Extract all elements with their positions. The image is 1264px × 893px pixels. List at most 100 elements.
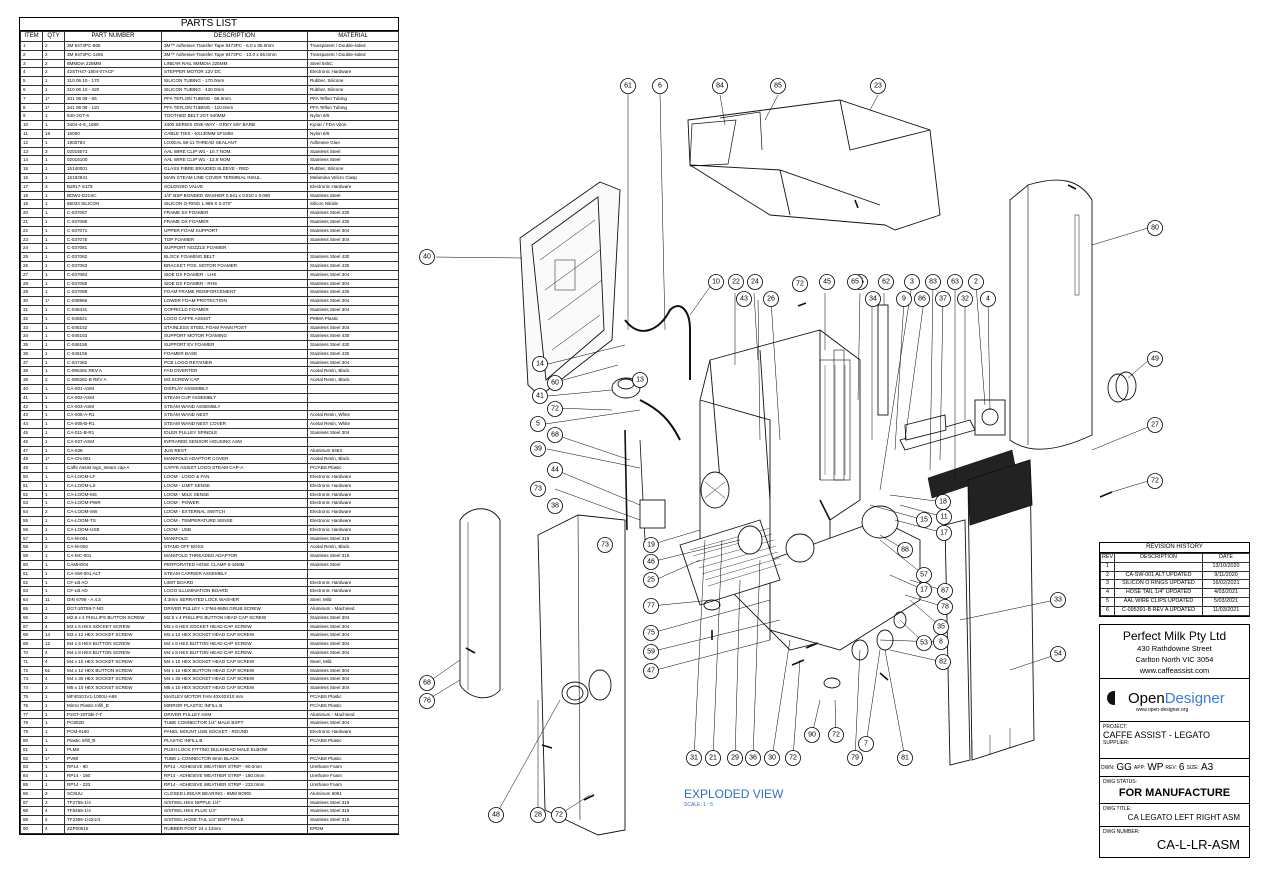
callout-balloon: 22 bbox=[728, 274, 744, 290]
callout-balloon: 44 bbox=[547, 462, 563, 478]
callout-balloon: 25 bbox=[643, 572, 659, 588]
callout-balloon: 57 bbox=[916, 567, 932, 583]
callout-number: 30 bbox=[768, 755, 776, 762]
callout-number: 59 bbox=[647, 649, 655, 656]
callout-number: 6 bbox=[658, 83, 662, 90]
callout-balloon: 41 bbox=[532, 388, 548, 404]
callout-circle bbox=[643, 598, 659, 614]
callout-circle bbox=[914, 291, 930, 307]
callout-balloon: 37 bbox=[935, 291, 951, 307]
callout-circle bbox=[916, 512, 932, 528]
callout-circle bbox=[643, 554, 659, 570]
callout-number: 5 bbox=[536, 421, 540, 428]
revision-cell: 13/10/2020 bbox=[1202, 561, 1250, 572]
parts-list-title: PARTS LIST bbox=[20, 18, 398, 31]
callout-number: 72 bbox=[796, 281, 804, 288]
dwg-title-label: DWG TITLE: bbox=[1103, 806, 1132, 812]
callout-circle bbox=[547, 462, 563, 478]
callout-number: 45 bbox=[823, 279, 831, 286]
callout-balloon: 68 bbox=[419, 675, 435, 691]
project-cell: PROJECT: CAFFE ASSIST - LEGATO SUPPLIER: bbox=[1100, 722, 1249, 759]
callout-balloon: 11 bbox=[936, 509, 952, 525]
callout-balloon: 33 bbox=[1050, 592, 1066, 608]
callout-number: 27 bbox=[1151, 422, 1159, 429]
callout-balloon: 5 bbox=[530, 416, 546, 432]
callout-balloons: 6168485238040102224432672452562349386833… bbox=[419, 78, 1163, 823]
revision-cell: CA-SW-001 ALT UPDATED bbox=[1114, 570, 1203, 581]
callout-circle bbox=[916, 635, 932, 651]
callout-circle bbox=[828, 727, 844, 743]
app-value: WP bbox=[1147, 762, 1164, 773]
callout-balloon: 47 bbox=[643, 663, 659, 679]
callout-circle bbox=[1050, 592, 1066, 608]
callout-number: 28 bbox=[534, 812, 542, 819]
front-panel bbox=[967, 459, 1035, 761]
callout-number: 81 bbox=[901, 755, 909, 762]
callout-number: 38 bbox=[551, 503, 559, 510]
callout-number: 60 bbox=[551, 380, 559, 387]
callout-balloon: 45 bbox=[819, 274, 835, 290]
callout-number: 78 bbox=[941, 604, 949, 611]
callout-circle bbox=[847, 750, 863, 766]
callout-number: 8 bbox=[939, 639, 943, 646]
callout-balloon: 27 bbox=[1147, 417, 1163, 433]
callout-number: 19 bbox=[647, 542, 655, 549]
callout-balloon: 76 bbox=[419, 693, 435, 709]
callout-circle bbox=[632, 372, 648, 388]
callout-balloon: 9 bbox=[896, 291, 912, 307]
callout-circle bbox=[1050, 646, 1066, 662]
callout-balloon: 73 bbox=[530, 481, 546, 497]
revision-cell bbox=[1114, 561, 1203, 572]
revision-cell: 5 bbox=[1100, 596, 1115, 607]
dwg-number-value: CA-L-LR-ASM bbox=[1156, 837, 1240, 852]
callout-balloon: 34 bbox=[865, 291, 881, 307]
callout-circle bbox=[1147, 351, 1163, 367]
top-foamer bbox=[687, 99, 941, 231]
callout-circle bbox=[819, 274, 835, 290]
revision-history-title: REVISION HISTORY bbox=[1100, 543, 1249, 553]
callout-balloon: 35 bbox=[933, 619, 949, 635]
callout-number: 86 bbox=[918, 296, 926, 303]
callout-number: 72 bbox=[555, 812, 563, 819]
callout-circle bbox=[547, 498, 563, 514]
callout-circle bbox=[847, 274, 863, 290]
callout-circle bbox=[708, 274, 724, 290]
callout-balloon: 72 bbox=[792, 276, 808, 292]
callout-number: 29 bbox=[731, 755, 739, 762]
callout-circle bbox=[530, 416, 546, 432]
callout-balloon: 54 bbox=[1050, 646, 1066, 662]
callout-circle bbox=[419, 249, 435, 265]
project-value: CAFFE ASSIST - LEGATO bbox=[1103, 730, 1211, 740]
callout-balloon: 17 bbox=[936, 525, 952, 541]
callout-number: 43 bbox=[740, 296, 748, 303]
callout-number: 41 bbox=[536, 393, 544, 400]
callout-number: 61 bbox=[624, 83, 632, 90]
callout-balloon: 4 bbox=[980, 291, 996, 307]
callout-balloon: 72 bbox=[1147, 473, 1163, 489]
revision-cell: 4/03/2021 bbox=[1202, 588, 1250, 598]
callout-circle bbox=[865, 291, 881, 307]
revision-header: DATE bbox=[1202, 553, 1250, 563]
supplier-label: SUPPLIER: bbox=[1103, 740, 1130, 746]
callout-balloon: 84 bbox=[712, 78, 728, 94]
callout-circle bbox=[858, 736, 874, 752]
callout-number: 36 bbox=[749, 755, 757, 762]
callout-balloon: 60 bbox=[547, 375, 563, 391]
view-title: EXPLODED VIEW bbox=[684, 787, 784, 801]
callout-circle bbox=[530, 807, 546, 823]
callout-number: 24 bbox=[751, 279, 759, 286]
callout-number: 87 bbox=[941, 588, 949, 595]
company-address-2: Carlton North VIC 3054 bbox=[1135, 655, 1214, 664]
callout-balloon: 21 bbox=[705, 750, 721, 766]
callout-number: 48 bbox=[492, 812, 500, 819]
callout-number: 18 bbox=[939, 499, 947, 506]
callout-number: 34 bbox=[869, 296, 877, 303]
callout-number: 23 bbox=[874, 83, 882, 90]
callout-balloon: 87 bbox=[937, 583, 953, 599]
callout-balloon: 80 bbox=[1147, 220, 1163, 236]
